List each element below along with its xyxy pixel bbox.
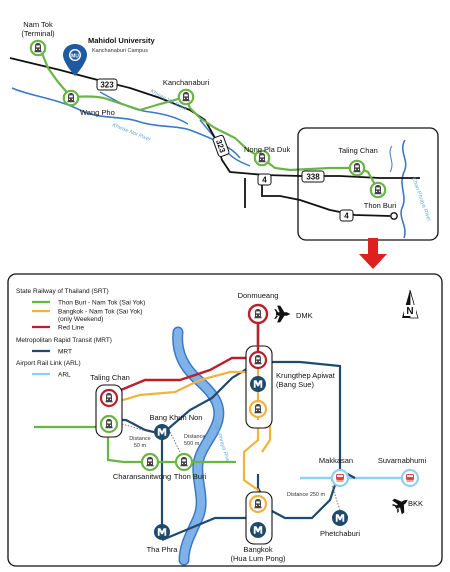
road-4b-label: 4 xyxy=(339,209,354,222)
zoom-arrow xyxy=(359,238,387,269)
label-hua-lum-pong: (Hua Lum Pong) xyxy=(230,554,286,563)
chao-phraya-top xyxy=(400,139,407,239)
road-323b-label: 323 xyxy=(212,134,230,158)
road-338-text: 338 xyxy=(306,173,320,182)
label-suvarnabhumi: Suvarnabhumi xyxy=(378,456,427,465)
label-kanchanaburi: Kanchanaburi xyxy=(163,78,210,87)
top-map: 323 323 4 338 4 MU xyxy=(9,20,439,241)
station-tha-phra xyxy=(154,524,170,540)
mrt-line-south xyxy=(161,516,258,542)
road-4b-text: 4 xyxy=(344,212,349,221)
station-bang-sue-srt xyxy=(248,399,268,419)
legend-srt-title: State Railway of Thailand (SRT) xyxy=(16,288,109,295)
station-bangkok-mrt xyxy=(250,522,266,538)
mahidol-location-pin: MU xyxy=(63,44,87,76)
transfer-dotted-3 xyxy=(331,485,341,511)
station-krungthep-red xyxy=(248,350,268,370)
label-taling-chan: Taling Chan xyxy=(90,373,130,382)
distance-3: Distance 250 m xyxy=(287,492,326,498)
label-khwae-noi: Khwae Noi River xyxy=(111,122,152,143)
legend-mrt: MRT xyxy=(58,349,72,356)
legend-arl: ARL xyxy=(58,372,71,379)
label-bangkok: Bangkok xyxy=(243,545,272,554)
station-kanchanaburi xyxy=(177,88,195,106)
transfer-dotted-1 xyxy=(121,423,151,433)
station-taling-chan-green xyxy=(99,414,119,434)
label-thon-buri-top: Thon Buri xyxy=(364,201,397,210)
north-arrow: N xyxy=(402,289,419,319)
label-bkk: BKK xyxy=(408,499,423,508)
station-thon-buri xyxy=(174,452,194,472)
label-krungthep: Krungthep Apiwat xyxy=(276,371,336,380)
distance-2-b: 500 m xyxy=(184,441,200,447)
mahidol-pin-glyph: MU xyxy=(71,54,79,60)
highway-4-south xyxy=(261,178,391,217)
khwae-noi-river xyxy=(11,87,241,159)
station-bang-khun-non xyxy=(154,424,170,440)
label-nam-tok-sub: (Terminal) xyxy=(21,29,55,38)
khwae-yai-river xyxy=(99,91,189,125)
transfer-dotted-2 xyxy=(169,431,181,453)
label-bang-sue: (Bang Sue) xyxy=(276,380,314,389)
station-taling-chan-red xyxy=(99,388,119,408)
road-323-text: 323 xyxy=(100,81,114,90)
label-dmk: DMK xyxy=(296,311,313,320)
station-bangkok-srt xyxy=(248,494,268,514)
road-338-label: 338 xyxy=(301,170,325,183)
legend: State Railway of Thailand (SRT) Thon Bur… xyxy=(16,288,145,379)
label-bang-khun-non: Bang Khun Non xyxy=(150,413,203,422)
road-323-label: 323 xyxy=(96,78,118,91)
label-phetchaburi: Phetchaburi xyxy=(320,529,360,538)
legend-srt-yellow: Bangkok - Nam Tok (Sai Yok) xyxy=(58,309,142,316)
legend-mrt-title: Metropolitan Rapid Transit (MRT) xyxy=(16,337,112,344)
station-taling-chan-top xyxy=(348,159,366,177)
srt-railway-top xyxy=(38,47,379,191)
station-nam-tok xyxy=(29,39,47,57)
legend-srt-green: Thon Buri - Nam Tok (Sai Yok) xyxy=(58,300,145,307)
distance-2-a: Distance xyxy=(184,434,205,440)
station-makkasan xyxy=(330,468,350,488)
label-nong-pla-duk: Nong Pla Duk xyxy=(244,145,291,154)
label-mahidol: Mahidol University xyxy=(88,36,156,45)
station-wang-pho xyxy=(62,89,80,107)
chao-phraya-top-2 xyxy=(389,145,393,173)
road-323b-text: 323 xyxy=(214,138,227,154)
label-wang-pho: Wang Pho xyxy=(80,108,115,117)
bangkok-map-panel xyxy=(7,273,443,567)
station-thon-buri-top xyxy=(369,181,387,199)
legend-red-line: Red Line xyxy=(58,325,84,332)
north-label: N xyxy=(406,306,413,317)
station-bang-sue-mrt xyxy=(250,376,266,392)
road-4a-label: 4 xyxy=(257,173,272,186)
distance-1-a: Distance xyxy=(129,436,150,442)
label-thon-buri: Thon Buri xyxy=(174,472,207,481)
label-charansanitwong: Charansanitwong xyxy=(113,472,171,481)
label-donmueang: Donmueang xyxy=(238,291,279,300)
station-suvarnabhumi xyxy=(400,468,420,488)
label-taling-chan-top: Taling Chan xyxy=(338,146,378,155)
station-charansanitwong xyxy=(140,452,160,472)
label-mahidol-sub: Kanchanaburi Campus xyxy=(92,48,148,54)
legend-srt-yellow-sub: (only Weekend) xyxy=(58,316,103,323)
label-tha-phra: Tha Phra xyxy=(147,545,179,554)
label-chao-phraya-top: Chao Phraya River xyxy=(410,177,432,224)
legend-arl-title: Airport Rail Link (ARL) xyxy=(16,360,81,367)
station-phetchaburi xyxy=(332,510,348,526)
highway-end-circle xyxy=(390,212,398,220)
label-nam-tok: Nam Tok xyxy=(23,20,53,29)
label-makkasan: Makkasan xyxy=(319,456,353,465)
road-4a-text: 4 xyxy=(262,176,267,185)
distance-1-b: 50 m xyxy=(134,443,147,449)
station-donmueang xyxy=(247,303,269,325)
